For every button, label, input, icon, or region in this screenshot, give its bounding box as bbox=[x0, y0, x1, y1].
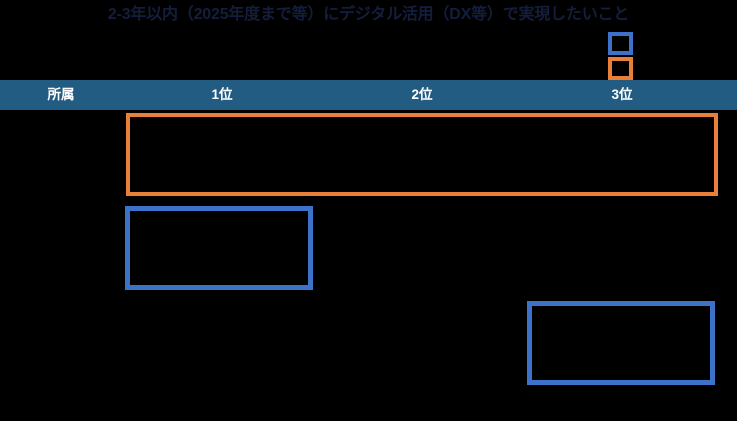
blue-cell-highlight-left[interactable] bbox=[125, 206, 313, 290]
blue-cell-highlight-right[interactable] bbox=[527, 301, 715, 385]
legend-swatch-orange-icon bbox=[608, 57, 633, 80]
table-header-row: 所属 1位 2位 3位 bbox=[0, 80, 737, 110]
column-header-rank1: 1位 bbox=[211, 87, 233, 102]
page-title: 2-3年以内（2025年度まで等）にデジタル活用（DX等）で実現したいこと bbox=[107, 6, 630, 23]
column-header-rank2: 2位 bbox=[411, 87, 433, 102]
orange-row-highlight[interactable] bbox=[126, 113, 718, 196]
table-row bbox=[0, 194, 737, 278]
column-header-affiliation: 所属 bbox=[47, 87, 75, 102]
column-header-rank3: 3位 bbox=[611, 87, 633, 102]
legend-swatch-blue-icon bbox=[608, 32, 633, 55]
